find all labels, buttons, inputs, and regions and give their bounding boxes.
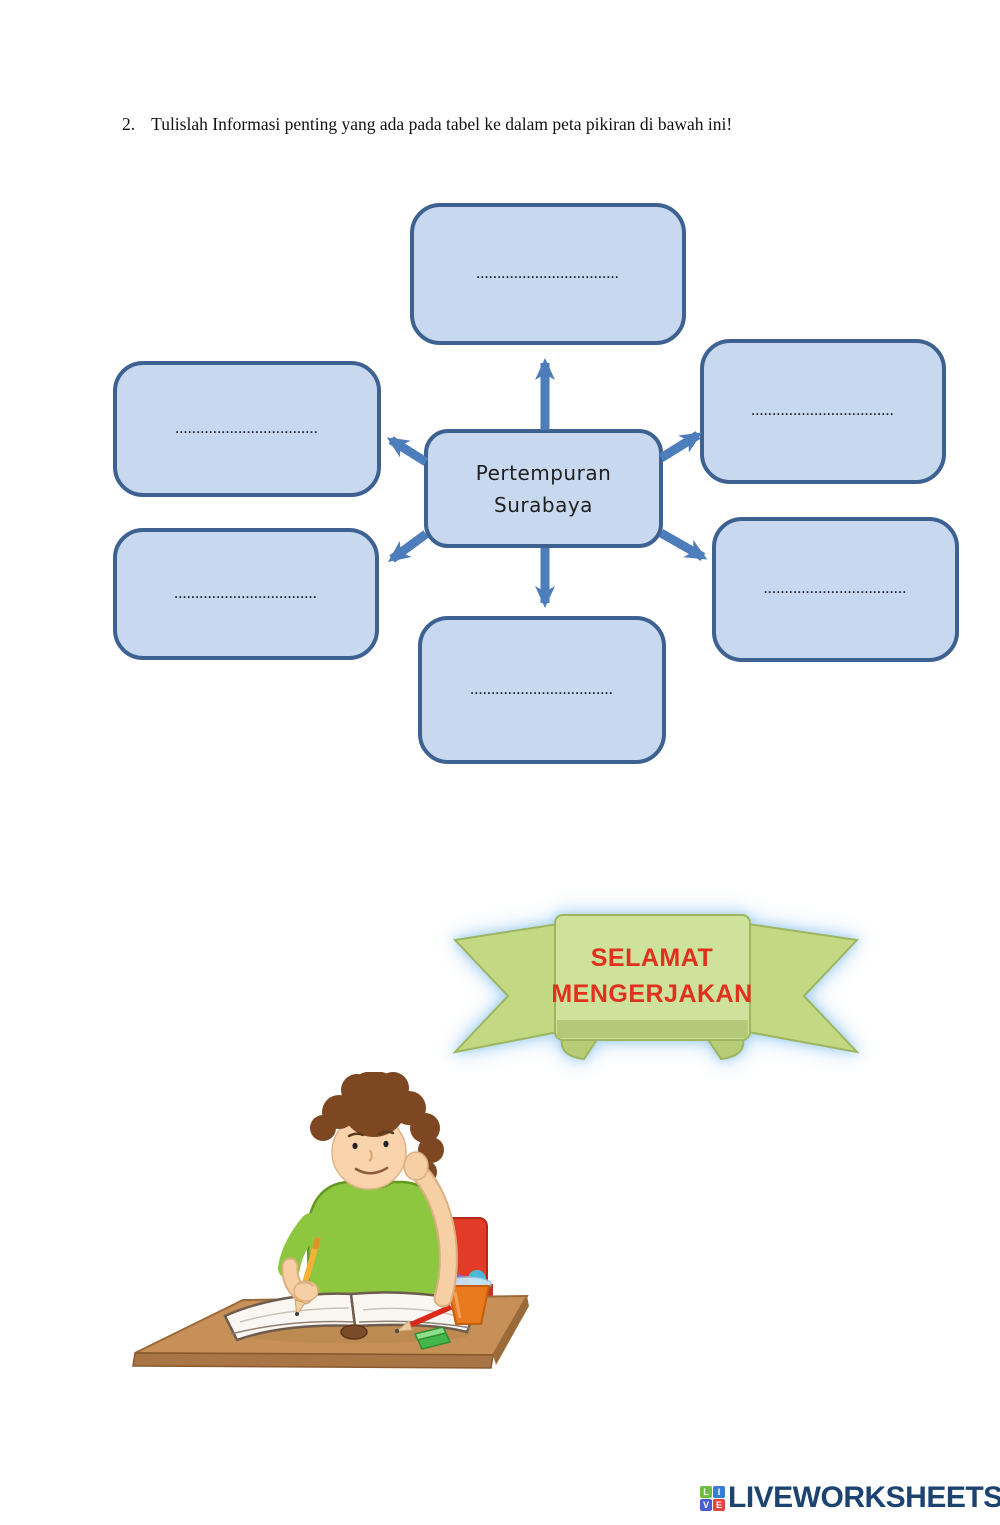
mindmap-node-top[interactable]: .................................. (410, 203, 686, 345)
question-item: 2. Tulislah Informasi penting yang ada p… (122, 114, 732, 135)
ribbon-right-wing (747, 922, 860, 1054)
mindmap-node-upper-left[interactable]: .................................. (113, 361, 381, 497)
mindmap-node-center: Pertempuran Surabaya (424, 429, 663, 548)
logo-square-l: L (700, 1485, 712, 1498)
answer-blank[interactable]: .................................. (476, 266, 620, 281)
right-arm (278, 1213, 322, 1317)
logo-square-i: I (713, 1485, 725, 1498)
logo-square-v: V (700, 1498, 712, 1511)
liveworksheets-logo[interactable]: L I V E LIVEWORKSHEETS (700, 1481, 1000, 1515)
banner-line1: SELAMAT (591, 944, 713, 972)
eraser (413, 1326, 452, 1350)
answer-blank[interactable]: .................................. (470, 682, 614, 697)
arrow-upper-right-icon (658, 431, 703, 462)
logo-square-e: E (713, 1498, 725, 1511)
ribbon-left-wing (452, 922, 559, 1054)
banner-ribbon: SELAMAT MENGERJAKAN (452, 914, 860, 1060)
liveworksheets-icon: L I V E (700, 1485, 725, 1511)
mindmap-node-lower-right[interactable]: .................................. (712, 517, 959, 662)
question-number: 2. (122, 114, 136, 134)
ribbon-panel-shade (557, 1020, 748, 1038)
arrow-upper-left-icon (386, 436, 429, 466)
answer-blank[interactable]: .................................. (751, 404, 895, 418)
center-topic-label: Pertempuran Surabaya (475, 460, 612, 517)
question-text: Tulislah Informasi penting yang ada pada… (151, 114, 733, 134)
mindmap-node-upper-right[interactable]: .................................. (700, 339, 946, 484)
ribbon-panel (554, 914, 751, 1041)
answer-blank[interactable]: .................................. (175, 421, 319, 436)
mindmap-node-bottom[interactable]: .................................. (418, 616, 666, 764)
left-arm (403, 1151, 458, 1308)
red-pencil (395, 1304, 453, 1333)
boy-studying-illustration (132, 1072, 529, 1369)
brand-wordmark: LIVEWORKSHEETS (728, 1481, 1000, 1514)
banner-line2: MENGERJAKAN (551, 980, 752, 1008)
arrow-lower-left-icon (387, 530, 429, 563)
answer-blank[interactable]: .................................. (174, 586, 318, 601)
arrow-lower-right-icon (658, 529, 708, 561)
mindmap-node-lower-left[interactable]: .................................. (113, 528, 379, 660)
answer-blank[interactable]: .................................. (764, 582, 907, 596)
